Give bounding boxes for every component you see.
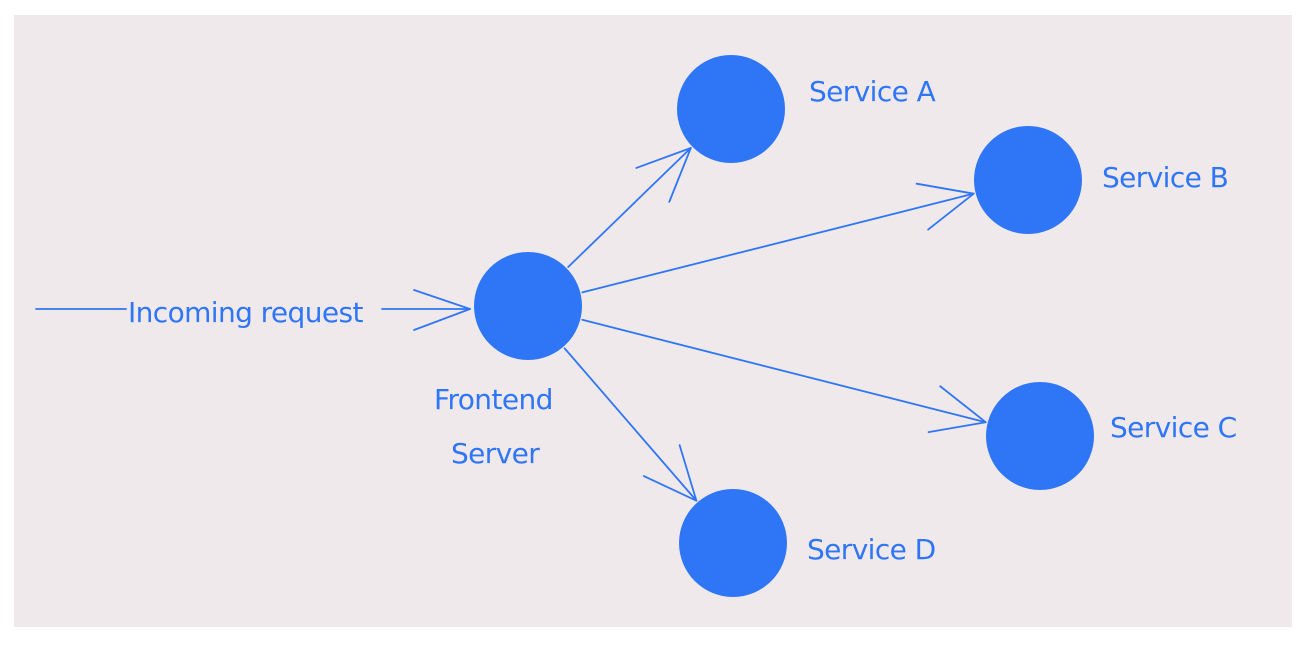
service-b-arrowhead <box>915 182 975 231</box>
diagram-canvas <box>14 15 1292 627</box>
service-c-connection-line <box>581 318 987 424</box>
frontend-server-node[interactable] <box>474 252 582 360</box>
service-a-node[interactable] <box>677 55 785 163</box>
service-b-node[interactable] <box>974 126 1082 234</box>
service-d-connection-line <box>563 347 698 502</box>
service-c-arrowhead <box>927 385 987 434</box>
frontend-server-label-line1: Frontend <box>434 383 553 416</box>
service-b-connection-line <box>581 192 975 294</box>
frontend-server-label-line2: Server <box>451 437 540 470</box>
service-c-node[interactable] <box>986 382 1094 490</box>
service-c-label: Service C <box>1110 411 1237 444</box>
service-d-arrowhead <box>642 444 698 502</box>
service-d-node[interactable] <box>679 489 787 597</box>
service-a-arrowhead <box>635 147 692 203</box>
incoming-request-label: Incoming request <box>128 296 363 329</box>
service-d-label: Service D <box>807 533 936 566</box>
service-b-label: Service B <box>1102 161 1228 194</box>
service-a-label: Service A <box>809 75 936 108</box>
service-a-connection-line <box>567 147 692 268</box>
incoming-request-arrowhead <box>413 289 471 331</box>
